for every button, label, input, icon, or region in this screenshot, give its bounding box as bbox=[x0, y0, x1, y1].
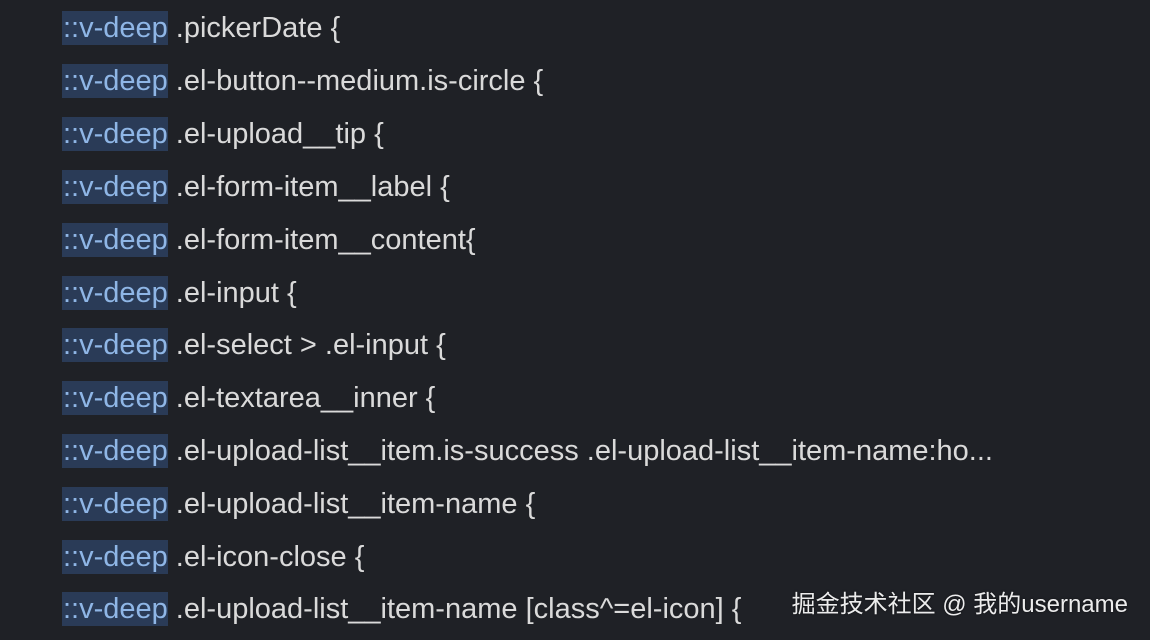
watermark: 掘金技术社区 @ 我的username bbox=[791, 591, 1128, 618]
v-deep-highlight: ::v-deep bbox=[62, 11, 168, 45]
code-line: ::v-deep.el-upload-list__item.is-success… bbox=[62, 434, 993, 468]
selector-text: .el-form-item__content{ bbox=[175, 224, 476, 256]
v-deep-highlight: ::v-deep bbox=[62, 117, 168, 151]
code-line: ::v-deep.el-select > .el-input { bbox=[62, 328, 446, 362]
v-deep-highlight: ::v-deep bbox=[62, 540, 168, 574]
v-deep-highlight: ::v-deep bbox=[62, 328, 168, 362]
v-deep-highlight: ::v-deep bbox=[62, 170, 168, 204]
code-line: ::v-deep.el-form-item__content{ bbox=[62, 223, 476, 257]
selector-text: .el-form-item__label { bbox=[175, 171, 450, 203]
v-deep-highlight: ::v-deep bbox=[62, 381, 168, 415]
code-line: ::v-deep.el-textarea__inner { bbox=[62, 381, 435, 415]
code-line: ::v-deep.el-button--medium.is-circle { bbox=[62, 64, 543, 98]
selector-text: .el-select > .el-input { bbox=[175, 329, 446, 361]
code-line: ::v-deep.el-icon-close { bbox=[62, 540, 364, 574]
selector-text: .el-upload__tip { bbox=[175, 118, 384, 150]
selector-text: .el-icon-close { bbox=[175, 541, 365, 573]
code-line: ::v-deep.el-upload__tip { bbox=[62, 117, 384, 151]
selector-text: .el-upload-list__item-name [class^=el-ic… bbox=[175, 593, 742, 625]
selector-text: .pickerDate { bbox=[175, 12, 341, 44]
selector-text: .el-upload-list__item-name { bbox=[175, 488, 536, 520]
v-deep-highlight: ::v-deep bbox=[62, 223, 168, 257]
selector-text: .el-textarea__inner { bbox=[175, 382, 436, 414]
code-line: ::v-deep.el-input { bbox=[62, 276, 297, 310]
selector-text: .el-upload-list__item.is-success .el-upl… bbox=[175, 435, 993, 467]
code-line: ::v-deep.el-upload-list__item-name [clas… bbox=[62, 592, 741, 626]
code-line: ::v-deep.el-upload-list__item-name { bbox=[62, 487, 535, 521]
code-line: ::v-deep.el-form-item__label { bbox=[62, 170, 450, 204]
v-deep-highlight: ::v-deep bbox=[62, 487, 168, 521]
selector-text: .el-input { bbox=[175, 277, 297, 309]
v-deep-highlight: ::v-deep bbox=[62, 592, 168, 626]
v-deep-highlight: ::v-deep bbox=[62, 64, 168, 98]
v-deep-highlight: ::v-deep bbox=[62, 434, 168, 468]
code-line: ::v-deep.pickerDate { bbox=[62, 11, 340, 45]
v-deep-highlight: ::v-deep bbox=[62, 276, 168, 310]
selector-text: .el-button--medium.is-circle { bbox=[175, 65, 544, 97]
